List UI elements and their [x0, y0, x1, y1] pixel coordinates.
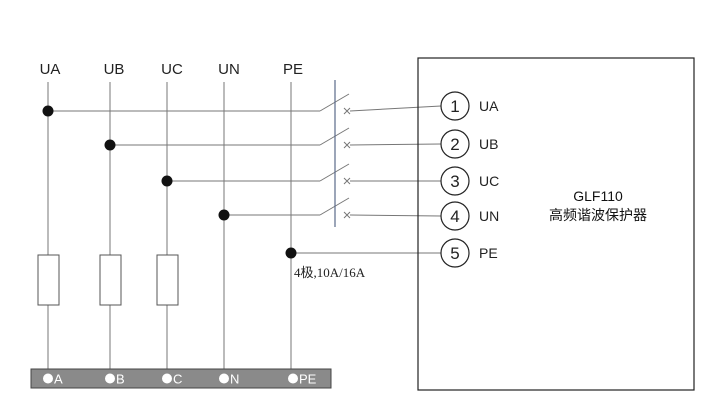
junction-dot [161, 175, 173, 187]
contact-x-icon [343, 107, 351, 115]
terminal-label: UC [479, 173, 499, 189]
device-name: 高频谐波保护器 [549, 207, 647, 223]
terminal-2: 2 UB [440, 129, 498, 159]
fuse-b [99, 254, 122, 306]
breaker-rating: 4极,10A/16A [294, 265, 366, 280]
contact-x-icon [343, 211, 351, 219]
terminal-5: 5 PE [440, 238, 498, 268]
bus-terminal-dot [43, 373, 53, 384]
terminal-label: UN [479, 208, 499, 224]
bus-label-a: A [54, 372, 63, 387]
phase-label-ub: UB [104, 61, 125, 78]
bus-bar [30, 368, 332, 389]
bus-terminal-dot [219, 373, 229, 384]
device-box [417, 57, 695, 391]
phase-label-uc: UC [161, 61, 183, 78]
contact-x-icon [343, 141, 351, 149]
bus-terminal-dot [162, 373, 172, 384]
bus-label-n: N [230, 372, 239, 387]
terminal-number: 2 [450, 135, 459, 154]
breaker-contacts [48, 93, 442, 254]
phase-label-un: UN [218, 61, 240, 78]
terminal-number: 4 [450, 207, 459, 226]
terminal-4: 4 UN [440, 201, 499, 231]
bus-terminal-dot [288, 373, 298, 384]
terminal-number: 1 [450, 97, 459, 116]
bus-label-pe: PE [299, 372, 317, 387]
junction-dot [218, 209, 230, 221]
junction-dot [104, 139, 116, 151]
bus-label-c: C [173, 372, 182, 387]
terminal-3: 3 UC [440, 166, 499, 196]
fuse-a [37, 254, 60, 306]
terminal-number: 5 [450, 244, 459, 263]
junction-dot [285, 247, 297, 259]
terminal-label: UA [479, 98, 499, 114]
bus-terminal-dot [105, 373, 115, 384]
fuse-c [156, 254, 179, 306]
phase-label-ua: UA [40, 61, 61, 78]
device-model: GLF110 [573, 188, 623, 204]
junction-dot [42, 105, 54, 117]
contact-x-icon [343, 177, 351, 185]
conductors [47, 82, 292, 370]
terminal-1: 1 UA [440, 91, 499, 121]
junction-dots [42, 105, 297, 259]
terminals: 1 UA 2 UB 3 UC 4 UN 5 PE [440, 91, 499, 268]
phase-label-pe: PE [283, 61, 303, 78]
terminal-label: UB [479, 136, 498, 152]
terminal-label: PE [479, 245, 498, 261]
bus-label-b: B [116, 372, 125, 387]
terminal-number: 3 [450, 172, 459, 191]
fuses [37, 254, 179, 306]
